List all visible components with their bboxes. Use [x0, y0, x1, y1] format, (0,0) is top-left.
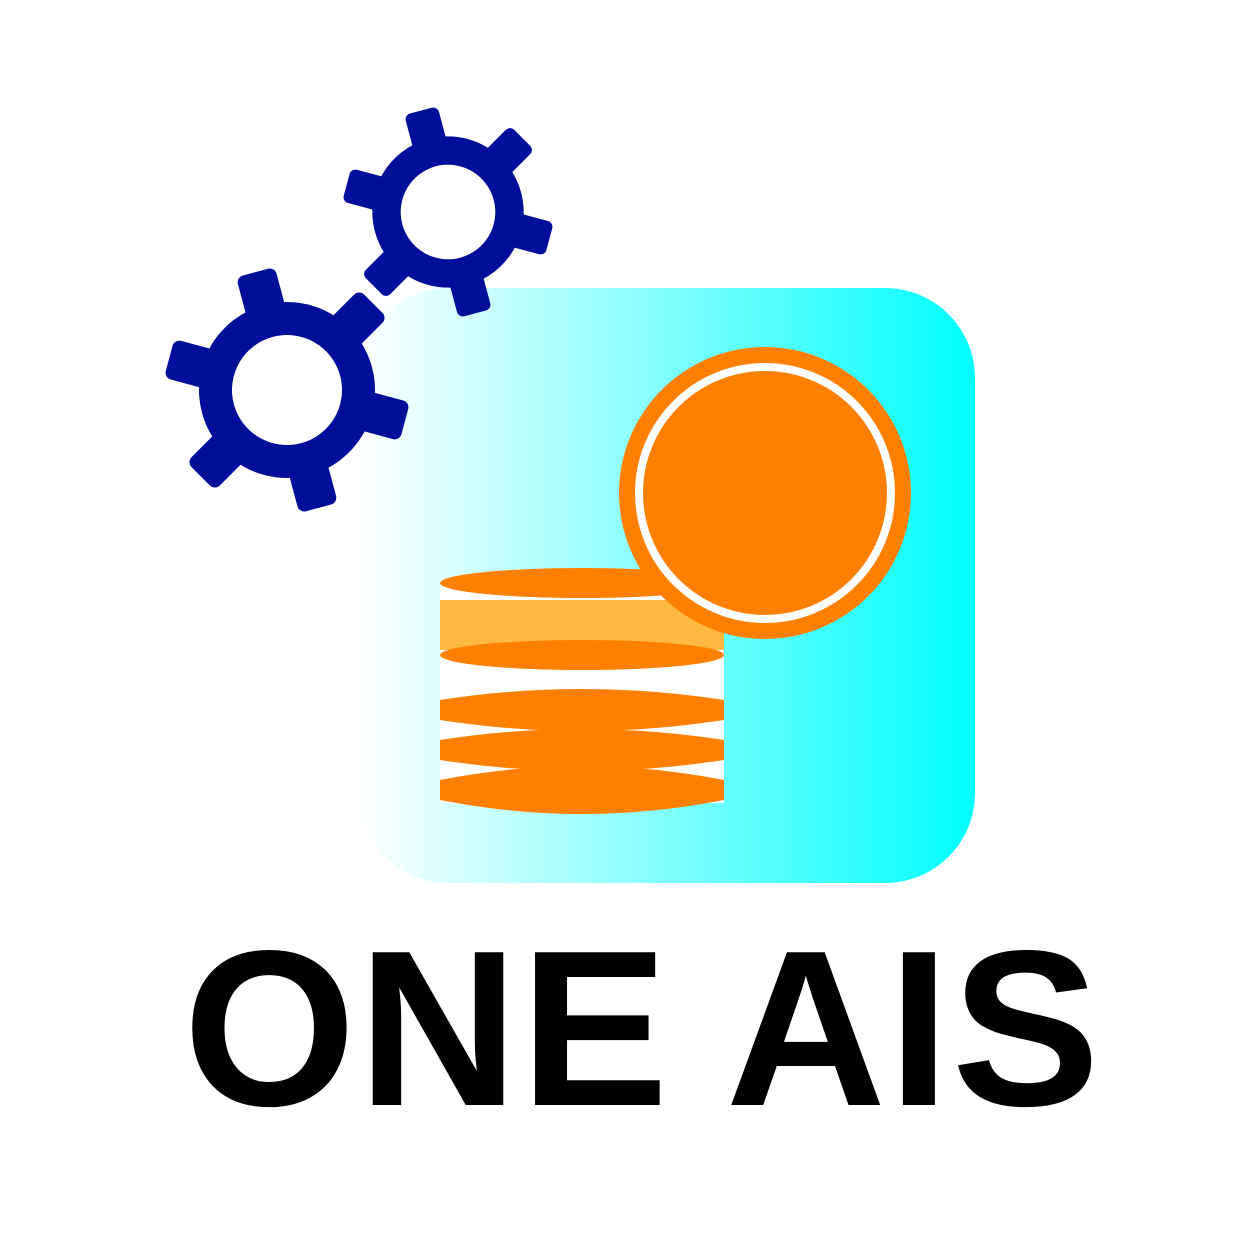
gear-icon: [324, 84, 572, 340]
coin-icon: [619, 347, 911, 639]
logo-wordmark: ONE AIS: [183, 905, 1102, 1153]
gear-icon: [143, 242, 431, 538]
